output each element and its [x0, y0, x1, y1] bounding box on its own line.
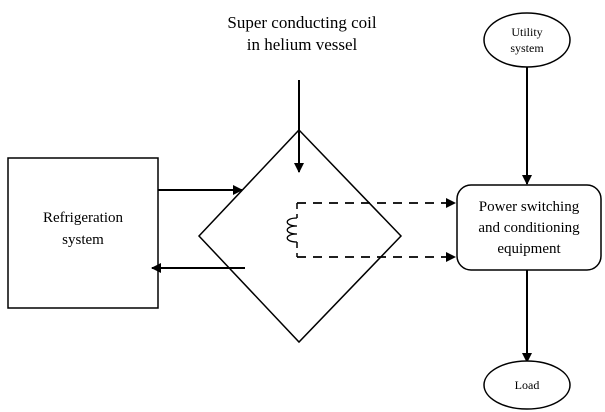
power-label-line-1: Power switching [479, 199, 580, 215]
power-label-line-3: equipment [497, 241, 561, 257]
refrigeration-label-line-1: Refrigeration [43, 210, 123, 226]
coil-title-line-2: in helium vessel [247, 35, 358, 54]
power-label-line-2: and conditioning [478, 220, 580, 236]
inductor-coil-icon [286, 217, 298, 243]
utility-system-ellipse [483, 12, 571, 68]
utility-label-line-1: Utility [511, 25, 542, 39]
refrigeration-label-line-2: system [62, 232, 104, 248]
coil-title-line-1: Super conducting coil [227, 13, 376, 32]
load-label: Load [515, 378, 540, 392]
load-ellipse [483, 360, 571, 410]
refrigeration-system-box [7, 157, 159, 309]
utility-label-line-2: system [510, 41, 544, 55]
helium-vessel-diamond [197, 128, 403, 344]
power-switching-box [456, 184, 602, 271]
